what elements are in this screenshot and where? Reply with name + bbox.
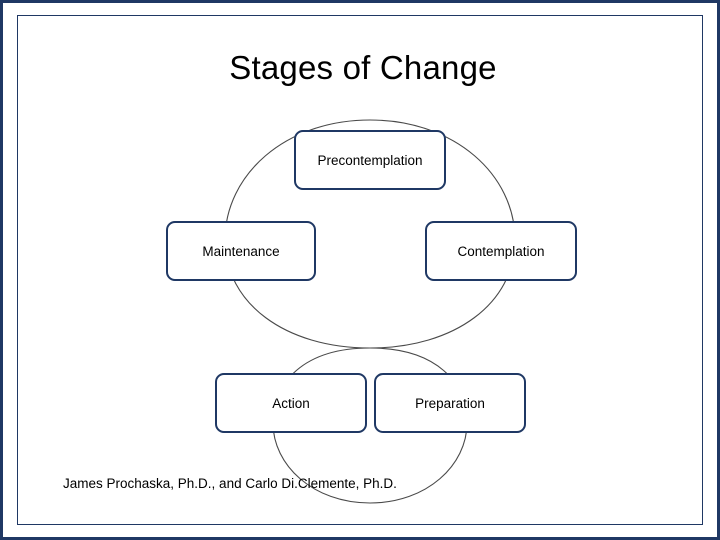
cycle-loop-graphic	[224, 119, 516, 504]
diagram-node-precontemplation[interactable]: Precontemplation	[294, 130, 446, 190]
diagram-node-label: Preparation	[415, 395, 485, 411]
diagram-node-label: Contemplation	[457, 243, 545, 259]
diagram-node-action[interactable]: Action	[215, 373, 367, 433]
slide-inner-border	[17, 15, 703, 525]
diagram-node-maintenance[interactable]: Maintenance	[166, 221, 316, 281]
diagram-node-label: Action	[272, 395, 310, 411]
diagram-node-label: Precontemplation	[317, 152, 423, 168]
diagram-node-contemplation[interactable]: Contemplation	[425, 221, 577, 281]
diagram-node-preparation[interactable]: Preparation	[374, 373, 526, 433]
diagram-node-label: Maintenance	[202, 243, 280, 259]
attribution-text: James Prochaska, Ph.D., and Carlo Di.Cle…	[63, 476, 397, 491]
page-title: Stages of Change	[229, 49, 497, 86]
